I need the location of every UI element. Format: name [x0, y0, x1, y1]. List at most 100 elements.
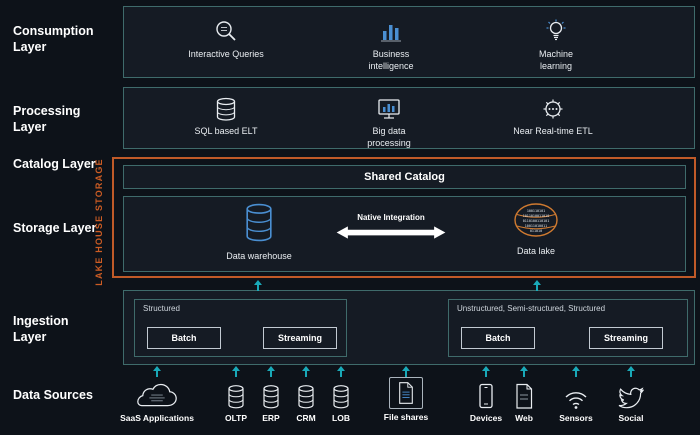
data-source-oltp: OLTP — [214, 378, 258, 423]
arrow-up-icon — [231, 366, 241, 377]
data-lake-group: 100110101 1011010011010 0110100110101 10… — [486, 201, 586, 256]
arrow-up-icon — [266, 366, 276, 377]
arrow-up-icon — [401, 366, 411, 377]
file-shares-frame — [389, 377, 423, 409]
lake-house-storage-label: LAKE HOUSE STORAGE — [94, 158, 104, 286]
gear-icon — [539, 96, 567, 123]
data-source-crm: CRM — [284, 378, 328, 423]
native-integration-arrow-icon — [333, 225, 449, 245]
processing-item-label: SQL based ELT — [194, 126, 258, 136]
unstructured-streaming-box: Streaming — [589, 327, 663, 349]
data-source-label: Social — [618, 413, 644, 423]
data-source-web: Web — [502, 378, 546, 423]
data-warehouse-group: Data warehouse — [209, 202, 309, 261]
data-source-label: CRM — [296, 413, 316, 423]
processing-layer-box: SQL based ELT Big data processing — [123, 87, 695, 149]
unstructured-ingestion-box: Unstructured, Semi-structured, Structure… — [448, 299, 688, 357]
data-source-sensors: Sensors — [551, 378, 601, 423]
ingestion-layer-box: Structured Batch Streaming Unstructured,… — [123, 290, 695, 365]
svg-text:011010: 011010 — [530, 229, 542, 233]
arrow-up-icon — [336, 366, 346, 377]
arrow-up-icon — [481, 366, 491, 377]
svg-text:10011010011: 10011010011 — [525, 224, 547, 228]
database-icon — [296, 378, 316, 410]
bar-chart-icon — [377, 18, 405, 46]
batch-label: Batch — [485, 333, 511, 343]
processing-item-label: Big data processing — [367, 126, 411, 148]
structured-batch-box: Batch — [147, 327, 221, 349]
consumption-item-machine-learning: Machine learning — [514, 18, 598, 72]
processing-item-big-data: Big data processing — [347, 96, 431, 149]
data-source-label: Devices — [469, 413, 503, 423]
database-icon — [331, 378, 351, 410]
layer-label-ingestion: Ingestion Layer — [13, 314, 69, 344]
arrow-up-icon — [519, 366, 529, 377]
data-source-lob: LOB — [319, 378, 363, 423]
storage-layer-box: Data warehouse Native Integration 100110… — [123, 196, 686, 272]
layer-label-consumption: Consumption Layer — [13, 24, 94, 54]
data-lake-icon: 100110101 1011010011010 0110100110101 10… — [512, 201, 560, 239]
database-icon — [261, 378, 281, 410]
batch-label: Batch — [171, 333, 197, 343]
data-source-label: File shares — [383, 412, 429, 422]
lightbulb-icon — [542, 18, 570, 46]
layer-label-data-sources: Data Sources — [13, 388, 93, 402]
structured-ingestion-box: Structured Batch Streaming — [134, 299, 347, 357]
native-integration-group: Native Integration — [321, 213, 461, 245]
shared-catalog-title: Shared Catalog — [364, 171, 445, 183]
processing-item-label: Near Real-time ETL — [513, 126, 593, 136]
unstructured-batch-box: Batch — [461, 327, 535, 349]
consumption-item-business-intelligence: Business intelligence — [349, 18, 433, 72]
magnifier-icon — [212, 18, 240, 46]
data-source-label: SaaS Applications — [120, 413, 194, 423]
data-warehouse-label: Data warehouse — [226, 251, 292, 261]
processing-item-near-realtime-etl: Near Real-time ETL — [511, 96, 595, 138]
arrow-up-icon — [301, 366, 311, 377]
structured-streaming-box: Streaming — [263, 327, 337, 349]
native-integration-label: Native Integration — [357, 213, 425, 222]
mobile-device-icon — [478, 378, 494, 410]
arrow-up-icon — [152, 366, 162, 377]
database-cylinder-icon — [213, 96, 239, 123]
streaming-label: Streaming — [277, 333, 322, 343]
layer-label-processing: Processing Layer — [13, 104, 81, 134]
arrow-up-icon — [626, 366, 636, 377]
catalog-layer-box: Shared Catalog — [123, 165, 686, 189]
arrow-up-icon — [571, 366, 581, 377]
layer-label-storage: Storage Layer — [13, 221, 97, 235]
lake-house-storage-outline — [112, 157, 696, 278]
data-source-label: Web — [515, 413, 533, 423]
processing-item-sql-elt: SQL based ELT — [184, 96, 268, 138]
streaming-label: Streaming — [603, 333, 648, 343]
file-document-icon — [389, 377, 423, 409]
database-icon — [226, 378, 246, 410]
consumption-item-label: Machine learning — [538, 49, 574, 71]
bird-icon — [618, 378, 644, 410]
data-source-saas: SaaS Applications — [112, 378, 202, 423]
data-source-file-shares: File shares — [376, 377, 436, 422]
layer-label-catalog: Catalog Layer — [13, 157, 96, 171]
data-source-label: Sensors — [559, 413, 593, 423]
data-lake-label: Data lake — [516, 246, 556, 256]
data-source-label: ERP — [262, 413, 280, 423]
structured-title: Structured — [143, 304, 180, 313]
consumption-item-label: Business intelligence — [368, 49, 414, 71]
data-source-label: OLTP — [224, 413, 248, 423]
svg-text:1011010011010: 1011010011010 — [523, 214, 550, 218]
data-source-devices: Devices — [461, 378, 511, 423]
wifi-icon — [563, 378, 589, 410]
consumption-layer-box: Interactive Queries Business intelligenc… — [123, 6, 695, 78]
svg-text:0110100110101: 0110100110101 — [523, 219, 550, 223]
arrow-up-icon — [532, 280, 542, 291]
data-source-social: Social — [606, 378, 656, 423]
data-source-erp: ERP — [249, 378, 293, 423]
cloud-icon — [133, 378, 181, 410]
data-warehouse-icon — [242, 202, 276, 244]
svg-text:100110101: 100110101 — [527, 209, 545, 213]
data-source-label: LOB — [332, 413, 350, 423]
consumption-item-interactive-queries: Interactive Queries — [184, 18, 268, 61]
web-page-icon — [514, 378, 534, 410]
big-data-processing-icon — [375, 96, 403, 123]
unstructured-title: Unstructured, Semi-structured, Structure… — [457, 304, 606, 313]
